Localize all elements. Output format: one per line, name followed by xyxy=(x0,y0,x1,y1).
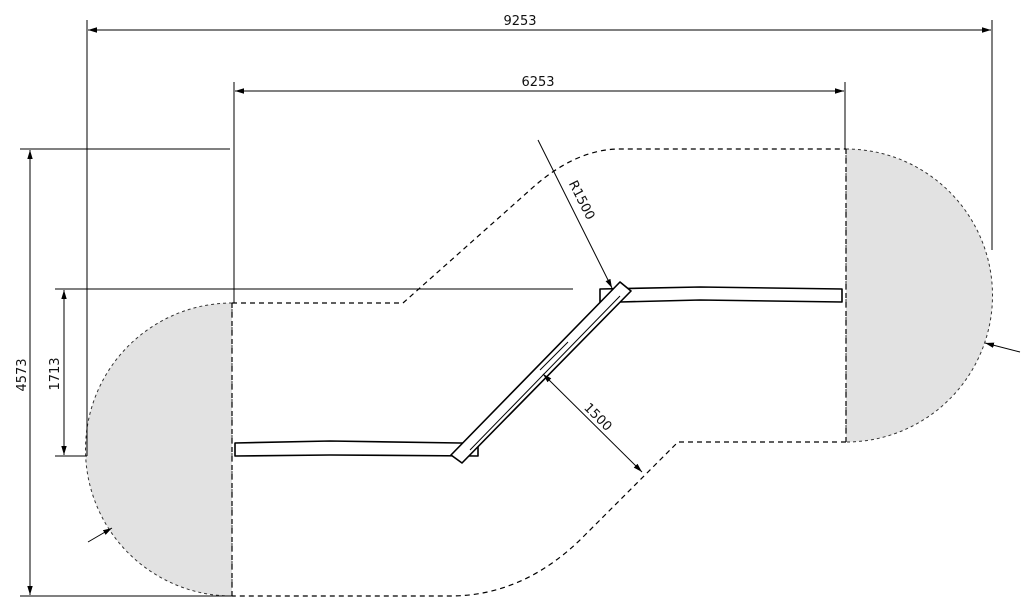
dim-line-radius xyxy=(537,139,613,289)
radius-label: R1500 xyxy=(565,178,597,222)
free-space-outline-bottom xyxy=(232,441,846,597)
left-safety-zone xyxy=(85,302,233,597)
inner-width-label: 6253 xyxy=(521,75,554,90)
right-safety-zone xyxy=(845,148,993,443)
free-space-outline-top xyxy=(232,148,846,304)
overall-height-label: 4573 xyxy=(15,358,30,391)
diagonal-beam xyxy=(450,281,632,464)
overall-width-label: 9253 xyxy=(503,14,536,29)
left-beam xyxy=(234,440,479,457)
diagonal-beam-inner-line xyxy=(469,295,621,451)
right-beam xyxy=(599,286,843,303)
offset-height-label: 1713 xyxy=(48,357,63,390)
dim-line-clearance xyxy=(542,373,643,473)
clearance-label: 1500 xyxy=(580,401,614,435)
diagonal-beam-mark xyxy=(539,341,569,371)
left-zone-radius-arrow xyxy=(87,527,113,543)
right-zone-radius-arrow xyxy=(984,342,1021,353)
